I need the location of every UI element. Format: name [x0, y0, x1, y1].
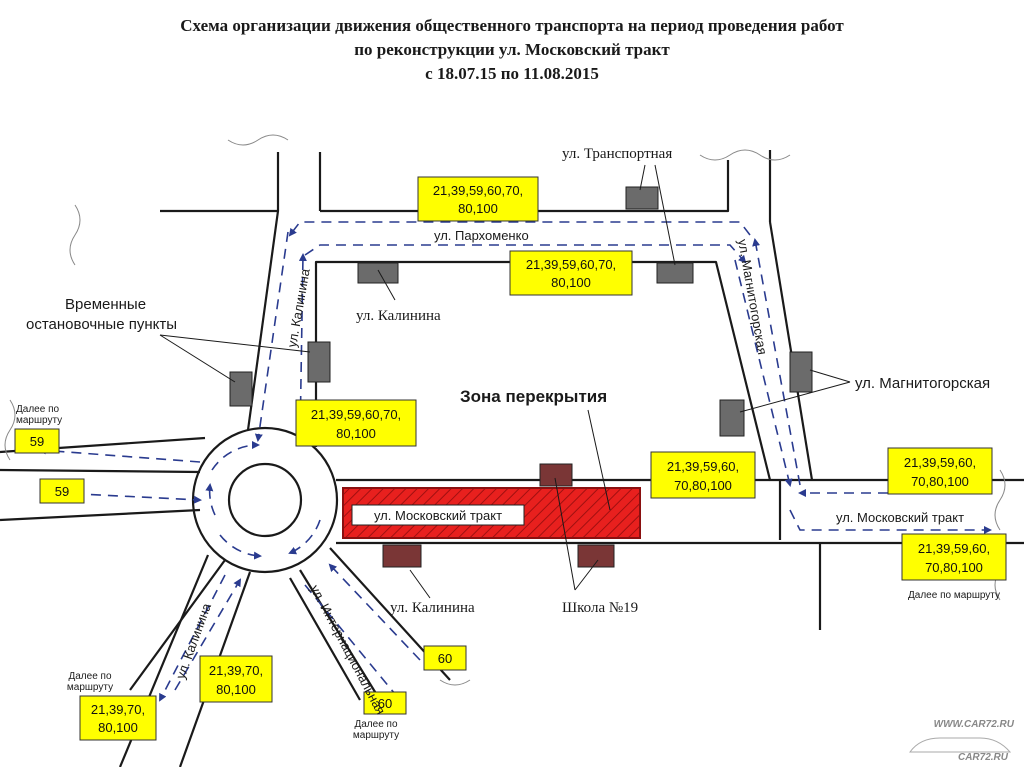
street-label-transportnaya: ул. Транспортная [562, 146, 672, 162]
further-left-line1: Далее по [16, 404, 59, 415]
further-left-line2: маршруту [16, 415, 62, 426]
map-labels: ул. Транспортная ул. Пархоменко ул. Кали… [16, 146, 1000, 741]
stop-parkhomenko-2 [656, 262, 694, 284]
car-logo-icon [909, 737, 1012, 753]
watermark-top: WWW.CAR72.RU [934, 719, 1015, 730]
roundabout-inner [227, 462, 303, 538]
title-line-2: по реконструкции ул. Московский тракт [354, 40, 670, 59]
route-box-right-mid-line1: 21,39,59,60, [667, 459, 739, 474]
route-box-bottom-left-inner-line1: 21,39,70, [209, 663, 263, 678]
further-bottom-mid-line2: маршруту [353, 730, 399, 741]
stop-transportnaya-1 [625, 186, 659, 210]
route-box-kalinina-line1: 21,39,59,60,70, [311, 407, 401, 422]
street-label-kalinina-bottom: ул. Калинина [390, 600, 475, 616]
further-bottom-mid-line1: Далее по [354, 719, 397, 730]
road-internatsionalnaya [289, 577, 361, 701]
temp-stops-label-line2: остановочные пункты [26, 316, 177, 333]
further-right: Далее по маршруту [908, 590, 1000, 601]
route-box-top-lower-line1: 21,39,59,60,70, [526, 257, 616, 272]
route-box-right-upper-line1: 21,39,59,60, [904, 455, 976, 470]
callout-lines [159, 164, 851, 599]
further-bottom-left-line2: маршруту [67, 682, 113, 693]
route-box-bottom-mid-lower: 60 [378, 696, 392, 711]
street-label-kalinina-left: ул. Калинина [284, 267, 313, 349]
route-box-left-upper: 59 [30, 434, 44, 449]
closure-zone-label-bg [351, 504, 525, 526]
watermark-bottom: CAR72.RU [958, 752, 1009, 763]
roundabout-outer [191, 426, 339, 574]
road-kalinina-left [246, 210, 280, 431]
stop-parkhomenko-1 [357, 262, 399, 284]
route-box-right-upper-line2: 70,80,100 [911, 474, 969, 489]
street-label-internatsionalnaya: ул. Интернациональная [307, 582, 388, 717]
route-box-left-lower: 59 [55, 484, 69, 499]
temp-stops-label-line1: Временные [65, 296, 146, 313]
street-label-moskovsky-closed: ул. Московский тракт [374, 508, 502, 523]
route-box-bottom-left-outer-line1: 21,39,70, [91, 702, 145, 717]
route-box-top-lower-line2: 80,100 [551, 275, 591, 290]
route-boxes: 21,39,59,60,70, 80,100 21,39,59,60,70, 8… [14, 176, 1007, 741]
stop-kalinina-1 [229, 371, 253, 407]
stop-kalinina-2 [307, 341, 331, 383]
stop-magnitogorskaya-2 [789, 351, 813, 393]
road-top-left-stub [160, 152, 280, 213]
route-box-top-upper-line1: 21,39,59,60,70, [433, 183, 523, 198]
road-outlines [0, 134, 1024, 767]
route-box-bottom-left-inner-line2: 80,100 [216, 682, 256, 697]
title-line-1: Схема организации движения общественного… [180, 16, 844, 35]
stop-closed-3 [577, 544, 615, 568]
stop-closed-2 [382, 544, 422, 568]
street-label-magnitogorskaya: ул. Магнитогорская [855, 375, 990, 392]
watermark: WWW.CAR72.RU CAR72.RU [909, 719, 1015, 763]
map-title: Схема организации движения общественного… [0, 14, 1024, 86]
route-box-bottom-mid-upper: 60 [438, 651, 452, 666]
closure-zone-label: Зона перекрытия [460, 387, 607, 406]
street-label-moskovsky-right: ул. Московский тракт [836, 510, 964, 525]
school-label: Школа №19 [562, 600, 638, 616]
further-bottom-left-line1: Далее по [68, 671, 111, 682]
street-label-kalinina-top: ул. Калинина [356, 308, 441, 324]
route-box-bottom-left-outer-line2: 80,100 [98, 720, 138, 735]
street-label-parkhomenko: ул. Пархоменко [434, 228, 529, 243]
route-box-right-lower-line1: 21,39,59,60, [918, 541, 990, 556]
route-box-top-upper-line2: 80,100 [458, 201, 498, 216]
route-box-right-mid-line2: 70,80,100 [674, 478, 732, 493]
bus-stops [229, 186, 813, 568]
route-box-right-lower-line2: 70,80,100 [925, 560, 983, 575]
road-magnitogorskaya [768, 221, 814, 481]
route-box-kalinina-line2: 80,100 [336, 426, 376, 441]
title-line-3: с 18.07.15 по 11.08.2015 [425, 64, 599, 83]
stop-magnitogorskaya-1 [719, 399, 745, 437]
